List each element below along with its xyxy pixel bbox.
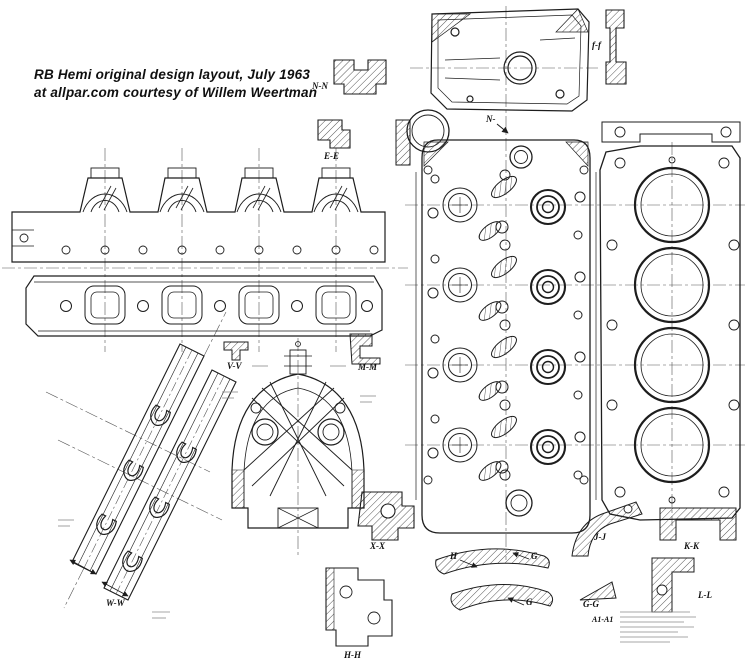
section-label-g-lower: G bbox=[526, 597, 533, 607]
head-gasket-view bbox=[599, 121, 741, 521]
section-h-h-part bbox=[325, 567, 393, 647]
section-label-m-m: M-M bbox=[358, 362, 378, 372]
section-label-n: N- bbox=[486, 114, 496, 124]
block-plan-view bbox=[406, 109, 597, 534]
section-n-n-part bbox=[333, 59, 387, 95]
front-section-view bbox=[231, 341, 365, 529]
rocker-shaft-rails bbox=[69, 343, 237, 601]
section-x-x-part bbox=[357, 491, 415, 541]
section-label-g-g: G-G bbox=[583, 599, 599, 609]
section-g-g-part bbox=[579, 581, 617, 601]
section-label-h-h: H-H bbox=[344, 650, 361, 660]
block-top-view bbox=[430, 8, 590, 112]
section-label-v-v: V-V bbox=[227, 361, 242, 371]
section-k-k-part bbox=[659, 507, 737, 541]
drawing-title-line1: RB Hemi original design layout, July 196… bbox=[34, 67, 311, 82]
runner-sections bbox=[435, 548, 554, 611]
section-label-j-j: J-J bbox=[594, 532, 606, 542]
section-label-h: H bbox=[450, 551, 458, 561]
section-label-n-n: N-N bbox=[312, 81, 328, 91]
fine-print-lines bbox=[58, 365, 696, 643]
section-label-f-f: f-f bbox=[592, 40, 601, 50]
section-label-e-e: E-E bbox=[324, 151, 340, 161]
section-m-m-part bbox=[349, 333, 381, 365]
head-side-view bbox=[11, 167, 386, 337]
section-label-a1-a1: A1-A1 bbox=[592, 615, 614, 624]
drawing-title: RB Hemi original design layout, July 196… bbox=[34, 66, 317, 101]
section-label-l-l: L-L bbox=[698, 590, 712, 600]
section-e-e-part bbox=[317, 119, 351, 149]
section-label-g-upper: G bbox=[531, 551, 538, 561]
section-l-l-part bbox=[651, 557, 695, 613]
section-label-x-x: X-X bbox=[370, 541, 386, 551]
drawing-title-line2: at allpar.com courtesy of Willem Weertma… bbox=[34, 84, 318, 100]
section-label-k-k: K-K bbox=[684, 541, 700, 551]
section-v-v-part bbox=[223, 341, 249, 361]
section-f-f-part bbox=[605, 9, 627, 85]
section-label-w-w: W-W bbox=[106, 598, 125, 608]
section-j-j-part bbox=[571, 501, 643, 557]
